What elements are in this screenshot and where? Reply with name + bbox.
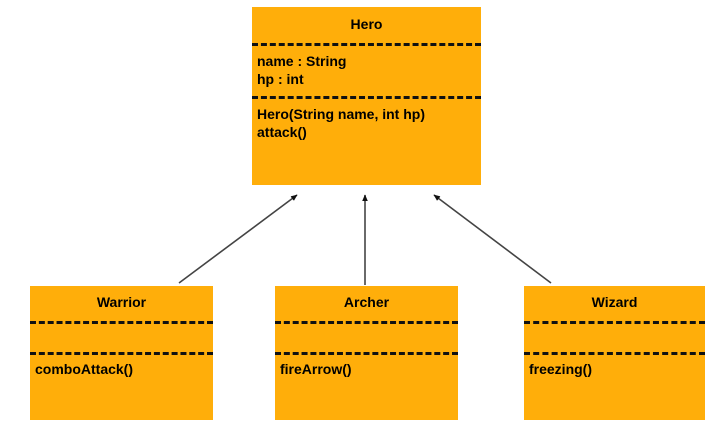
class-name-wizard: Wizard — [591, 294, 638, 310]
class-divider-attributes-warrior — [30, 321, 213, 324]
class-divider-operations-hero — [252, 96, 481, 99]
operation-item: fireArrow() — [280, 361, 352, 377]
class-attributes-archer — [275, 324, 458, 352]
class-attributes-wizard — [524, 324, 705, 352]
operation-item: attack() — [257, 124, 307, 140]
operation-item: Hero(String name, int hp) — [257, 106, 425, 122]
class-box-hero[interactable]: Hero name : String hp : int Hero(String … — [252, 7, 481, 185]
attribute-item: name : String — [257, 53, 347, 69]
class-divider-operations-wizard — [524, 352, 705, 355]
class-name-warrior: Warrior — [96, 294, 147, 310]
class-box-archer[interactable]: Archer fireArrow() — [275, 286, 458, 420]
operation-item: comboAttack() — [35, 361, 134, 377]
operation-item: freezing() — [529, 361, 592, 377]
class-divider-attributes-wizard — [524, 321, 705, 324]
class-attributes-warrior — [30, 324, 213, 352]
class-divider-attributes-hero — [252, 43, 481, 46]
attribute-item: hp : int — [257, 71, 304, 87]
arrow-warrior-to-hero — [178, 194, 298, 284]
class-name-archer: Archer — [343, 294, 390, 310]
class-divider-attributes-archer — [275, 321, 458, 324]
class-name-hero: Hero — [350, 16, 383, 32]
class-attributes-hero: name : String hp : int — [252, 52, 481, 88]
class-divider-operations-archer — [275, 352, 458, 355]
class-operations-hero: Hero(String name, int hp) attack() — [252, 105, 481, 141]
class-operations-warrior: comboAttack() — [30, 360, 213, 378]
class-operations-archer: fireArrow() — [275, 360, 458, 378]
class-box-warrior[interactable]: Warrior comboAttack() — [30, 286, 213, 420]
arrow-wizard-to-hero — [433, 194, 552, 284]
class-operations-wizard: freezing() — [524, 360, 705, 378]
class-divider-operations-warrior — [30, 352, 213, 355]
class-box-wizard[interactable]: Wizard freezing() — [524, 286, 705, 420]
